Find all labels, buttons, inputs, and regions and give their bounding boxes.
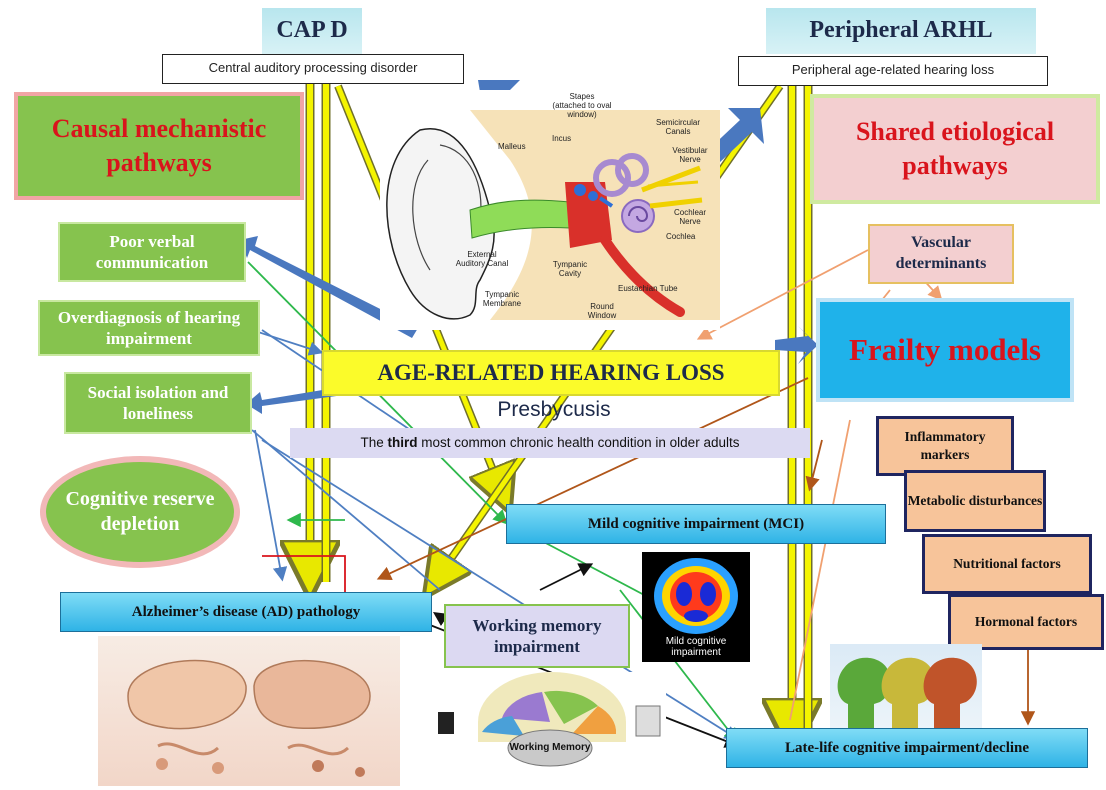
causal-mechanistic-box: Causal mechanistic pathways	[14, 92, 304, 200]
label-cochlea: Cochlea	[666, 232, 696, 241]
label-stapes: Stapes (attached to oval window)	[552, 92, 612, 119]
arhl-title: AGE-RELATED HEARING LOSS	[322, 350, 780, 396]
third-common-note: The third most common chronic health con…	[290, 428, 810, 458]
working-memory-illustration: Working Memory	[432, 672, 666, 776]
ear-anatomy-illustration: Stapes (attached to oval window) Incus M…	[380, 90, 720, 330]
tree-heads-image	[830, 644, 982, 740]
tree-heads-drawing	[830, 657, 982, 740]
capd-subtitle: Central auditory processing disorder	[162, 54, 464, 84]
late-life-box: Late-life cognitive impairment/decline	[726, 728, 1088, 768]
cognitive-reserve-ellipse: Cognitive reserve depletion	[40, 456, 240, 568]
ad-pathology-box: Alzheimer’s disease (AD) pathology	[60, 592, 432, 632]
label-semicircular: Semicircular Canals	[655, 118, 700, 136]
hormonal-box: Hormonal factors	[948, 594, 1104, 650]
label-incus: Incus	[552, 134, 572, 143]
label-external-canal: External Auditory Canal	[455, 250, 509, 268]
working-memory-box: Working memory impairment	[444, 604, 630, 668]
presbycusis-label: Presbycusis	[497, 398, 611, 421]
mci-box: Mild cognitive impairment (MCI)	[506, 504, 886, 544]
inflammatory-box: Inflammatory markers	[876, 416, 1014, 476]
capd-header: CAP D	[262, 8, 362, 54]
arhl-subtitle: Peripheral age-related hearing loss	[738, 56, 1048, 86]
overdiagnosis-box: Overdiagnosis of hearing impairment	[38, 300, 260, 356]
social-isolation-box: Social isolation and loneliness	[64, 372, 252, 434]
nutritional-box: Nutritional factors	[922, 534, 1092, 594]
label-cochlear-nerve: Cochlear Nerve	[673, 208, 706, 226]
mci-brain-scan: Mild cognitive impairment	[642, 552, 750, 662]
metabolic-box: Metabolic disturbances	[904, 470, 1046, 532]
frailty-box: Frailty models	[816, 298, 1074, 402]
working-memory-drawing	[438, 672, 661, 767]
ear-drawing	[386, 110, 720, 320]
label-round-window: Round Window	[587, 302, 617, 320]
pet-scan-image	[654, 558, 738, 634]
mci-scan-caption: Mild cognitive impairment	[665, 636, 727, 658]
wm-caption: Working Memory	[509, 742, 591, 753]
label-eustachian: Eustachian Tube	[618, 284, 678, 293]
poor-verbal-box: Poor verbal communication	[58, 222, 246, 282]
label-vestibular: Vestibular Nerve	[672, 146, 708, 164]
arhl-header: Peripheral ARHL	[766, 8, 1036, 54]
label-tympanic-cavity: Tympanic Cavity	[552, 260, 588, 278]
ad-brain-drawing	[127, 659, 371, 777]
label-malleus: Malleus	[498, 142, 526, 151]
ad-brain-illustration	[98, 636, 400, 786]
shared-etiological-box: Shared etiological pathways	[810, 94, 1100, 204]
label-tympanic-membrane: Tympanic Membrane	[482, 290, 522, 308]
vascular-box: Vascular determinants	[868, 224, 1014, 284]
